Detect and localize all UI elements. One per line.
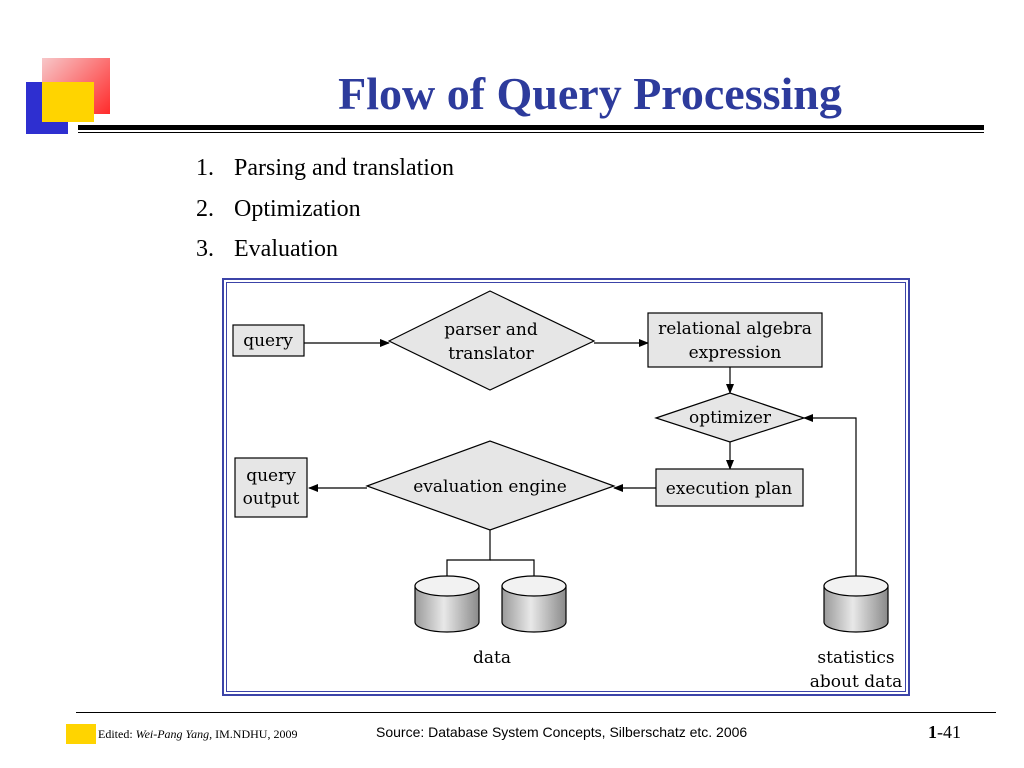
data-cylinder-left (414, 575, 480, 633)
parser-label-line1: parser and (444, 320, 538, 340)
footer-source: Source: Database System Concepts, Silber… (376, 724, 748, 740)
slide-title: Flow of Query Processing (338, 68, 842, 119)
parser-label-line2: translator (448, 344, 534, 364)
output-label-line2: output (243, 489, 300, 509)
decorative-yellow-square (42, 82, 94, 122)
title-rule-thin (78, 132, 984, 133)
footer-page: -41 (937, 722, 961, 742)
query-output-box (234, 457, 308, 518)
relational-algebra-box (647, 312, 823, 368)
engine-to-data-connector-right (490, 559, 535, 582)
execution-plan-box (655, 468, 804, 507)
statistics-label-line1: statistics (817, 648, 894, 668)
data-label: data (473, 648, 511, 668)
data-cylinder-right (501, 575, 567, 633)
relalg-label-line2: expression (689, 343, 782, 363)
footer-page-number: 1-41 (928, 722, 961, 743)
evaluation-engine-label: evaluation engine (413, 477, 567, 497)
step-label: Evaluation (234, 236, 338, 262)
title-rule-thick (78, 125, 984, 130)
footer-edited-org: IM.NDHU, 2009 (212, 727, 298, 741)
step-label: Parsing and translation (234, 155, 454, 181)
optimizer-label: optimizer (689, 408, 772, 428)
step-item: 3. Evaluation (196, 235, 338, 263)
diagram-frame-outer (222, 278, 910, 696)
footer-yellow-box (66, 724, 96, 744)
footer-chapter: 1 (928, 722, 937, 742)
step-number: 1. (196, 155, 214, 181)
footer-edited: Edited: Wei-Pang Yang, IM.NDHU, 2009 (98, 727, 297, 742)
step-item: 1. Parsing and translation (196, 154, 454, 182)
evaluation-engine-diamond (365, 440, 616, 531)
statistics-label-line2: about data (810, 672, 902, 692)
relalg-label-line1: relational algebra (658, 319, 812, 339)
step-item: 2. Optimization (196, 195, 361, 223)
step-number: 2. (196, 196, 214, 222)
arrow-statistics-to-optimizer (803, 414, 857, 576)
output-label-line1: query (246, 466, 296, 486)
query-box (232, 324, 305, 357)
engine-to-data-connector-left (446, 530, 491, 582)
diagram-frame-inner (226, 282, 906, 692)
footer-rule (76, 712, 996, 713)
footer-edited-author: Wei-Pang Yang, (135, 727, 213, 741)
step-label: Optimization (234, 196, 361, 222)
statistics-cylinder (823, 575, 889, 633)
execution-plan-label: execution plan (666, 479, 792, 499)
query-label: query (243, 331, 293, 351)
step-number: 3. (196, 236, 214, 262)
footer-edited-prefix: Edited: (98, 727, 136, 741)
parser-diamond (387, 290, 596, 391)
